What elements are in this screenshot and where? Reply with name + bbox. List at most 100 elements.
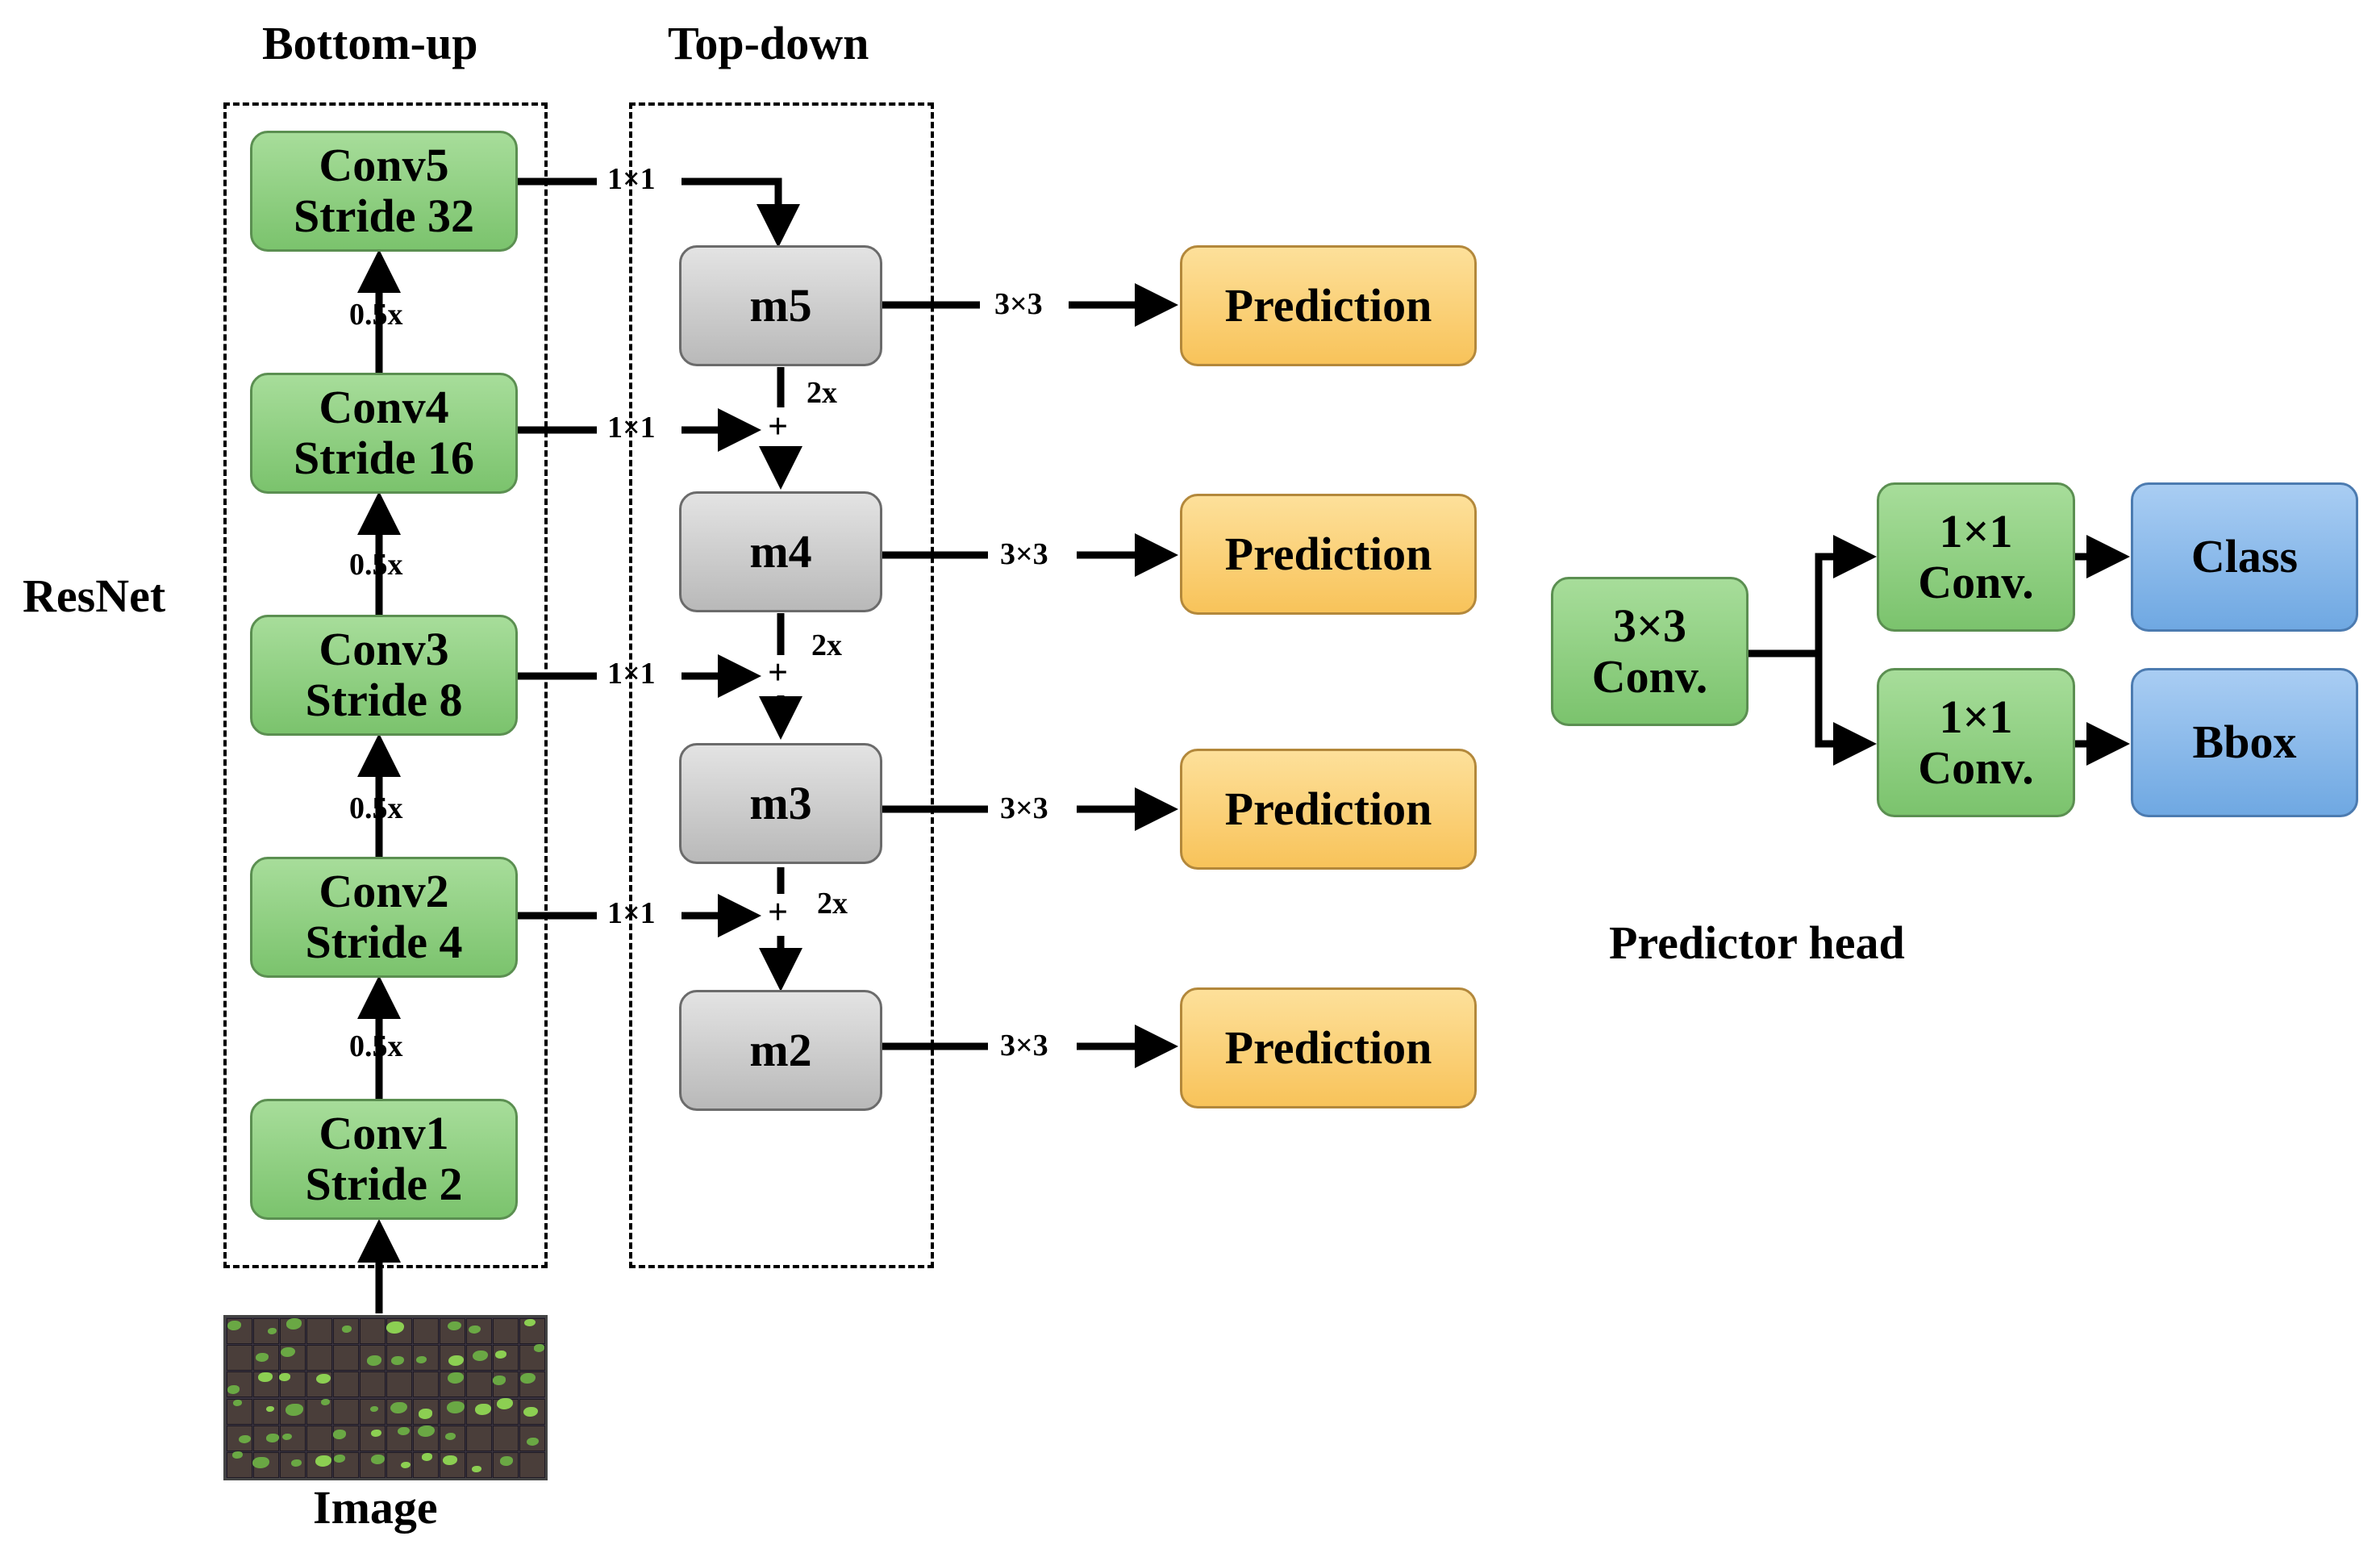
seedling-leaf [523,1318,536,1327]
lateral-label-3: 1×1 [607,657,656,691]
tray-cell [333,1345,359,1371]
seedling-leaf [401,1461,411,1469]
seedling-leaf [417,1425,435,1438]
seedling-leaf [390,1401,408,1414]
seedling-leaf [472,1465,481,1472]
seedling-leaf [252,1456,269,1468]
seedling-leaf [493,1376,506,1385]
seedling-leaf [258,1372,273,1383]
head-class-conv-kernel: 1×1 [1939,504,2013,557]
upsample-label-4: 2x [811,628,842,662]
head-bbox-conv-name: Conv. [1918,741,2034,794]
tray-cell [386,1451,412,1478]
downsample-label-3: 0.5x [349,791,403,825]
tray-cell [253,1398,279,1425]
lateral-label-5: 1×1 [607,162,656,196]
seedling-leaf [333,1454,346,1463]
merge-plus-4: + [768,407,789,446]
head-bbox-conv-block: 1×1 Conv. [1877,668,2075,817]
bottom-up-heading: Bottom-up [262,17,478,69]
tray-cell [333,1371,359,1398]
seedling-leaf [469,1325,481,1334]
conv5-name: Conv5 [319,139,449,192]
resnet-label: ResNet [23,570,166,622]
seedling-leaf [266,1434,279,1443]
seedling-leaf [366,1355,381,1367]
seedling-leaf [290,1459,302,1467]
image-label: Image [313,1481,438,1534]
seedling-leaf [526,1437,540,1447]
seedling-leaf [495,1350,507,1359]
head-bbox-conv-kernel: 1×1 [1939,690,2013,743]
conv3-block: Conv3 Stride 8 [250,615,518,736]
merge-plus-2: + [768,892,789,932]
prediction-block-5: Prediction [1180,245,1477,366]
top-down-group [629,102,934,1268]
m4-block: m4 [679,491,882,612]
seedling-leaf [286,1404,303,1416]
head-input-conv-kernel: 3×3 [1612,599,1687,652]
downsample-label-2: 0.5x [349,1029,403,1063]
conv3-stride: Stride 8 [305,674,463,726]
input-image-photo [223,1315,548,1480]
bottom-up-group [223,102,548,1268]
seedling-leaf [418,1409,433,1419]
tray-cell [466,1451,492,1478]
conv4-name: Conv4 [319,381,449,434]
seedling-leaf [281,1346,295,1358]
conv5-block: Conv5 Stride 32 [250,131,518,252]
seedling-leaf [472,1351,488,1362]
lateral-label-2: 1×1 [607,896,656,930]
seedling-leaf [533,1344,545,1352]
conv3-name: Conv3 [319,623,449,676]
seedling-leaf [286,1318,302,1330]
seedling-leaf [332,1430,346,1439]
conv4-block: Conv4 Stride 16 [250,373,518,494]
seedling-leaf [415,1356,427,1364]
m3-block: m3 [679,743,882,864]
tray-cell [413,1371,439,1398]
seedling-leaf [321,1399,331,1405]
tray-cell [227,1451,252,1478]
seedling-leaf [256,1352,269,1362]
seedling-leaf [386,1321,404,1334]
upsample-label-3: 2x [817,887,848,921]
upsample-label-5: 2x [807,376,837,410]
tray-cell [306,1345,332,1371]
conv5-stride: Stride 32 [294,190,474,242]
tray-cell [519,1451,545,1478]
seedling-leaf [231,1451,243,1459]
tray-cell [306,1425,332,1451]
seedling-leaf [445,1432,456,1441]
tray-cell [413,1318,439,1345]
merge-plus-3: + [768,653,789,692]
conv2-block: Conv2 Stride 4 [250,857,518,978]
downsample-label-5: 0.5x [349,298,403,332]
tray-cell [466,1371,492,1398]
bbox-output-block: Bbox [2131,668,2358,817]
tray-cell [306,1318,332,1345]
lateral-conv5-to-m5-b [681,177,800,248]
class-output-block: Class [2131,482,2358,632]
seedling-leaf [519,1372,536,1384]
tray-cell [227,1345,252,1371]
conv4-stride: Stride 16 [294,432,474,484]
head-class-conv-name: Conv. [1918,555,2034,608]
seedling-leaf [341,1325,352,1333]
tray-cell [360,1425,386,1451]
seedling-leaf [266,1405,275,1412]
pred-conv-label-2: 3×3 [1000,1029,1048,1062]
tray-cell [519,1425,545,1451]
prediction-block-4: Prediction [1180,494,1477,615]
seedling-leaf [448,1355,465,1367]
m2-block: m2 [679,990,882,1111]
tray-cell [253,1318,279,1345]
head-branch-upper [1815,535,1877,653]
seedling-leaf [227,1321,241,1330]
seedling-leaf [500,1456,514,1466]
seedling-leaf [391,1355,405,1365]
predictor-head-label: Predictor head [1609,916,1905,969]
prediction-block-3: Prediction [1180,749,1477,870]
